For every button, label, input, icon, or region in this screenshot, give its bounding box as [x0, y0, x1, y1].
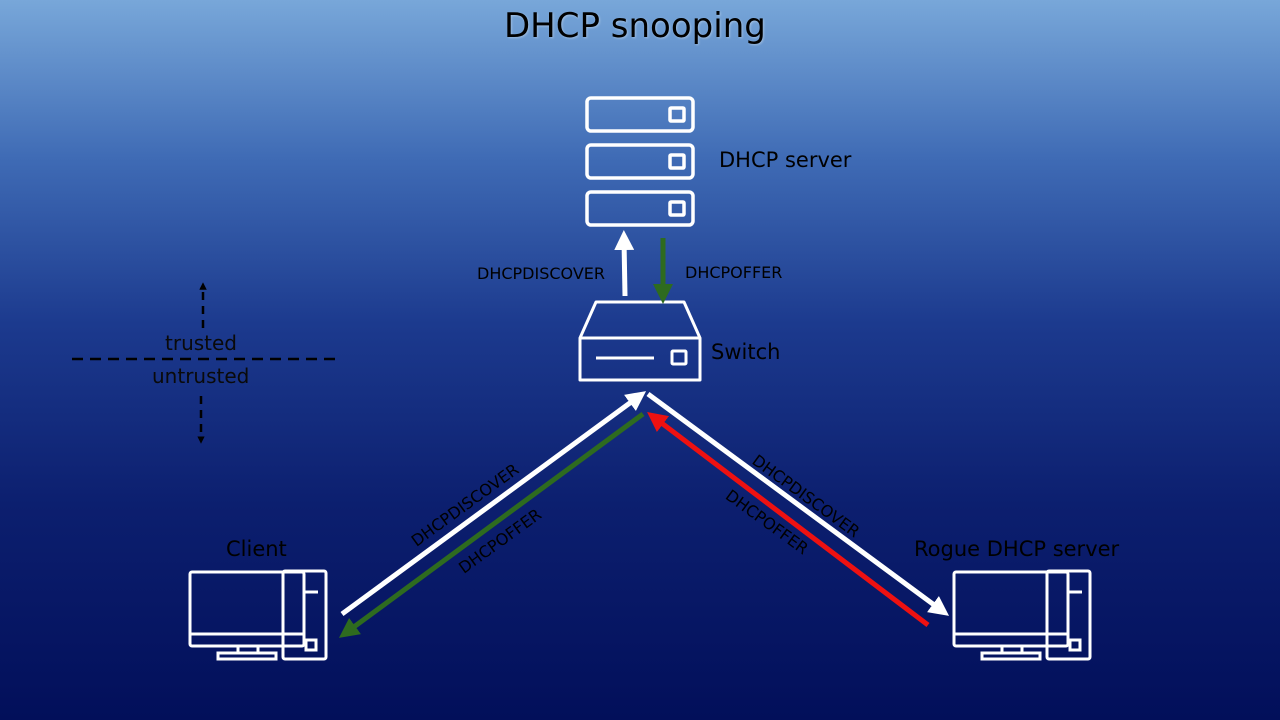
untrusted-zone-label: untrusted [152, 364, 250, 388]
diagram-title: DHCP snooping [504, 6, 766, 46]
rogue-discover-arrow [646, 391, 950, 616]
client-discover-arrow [340, 391, 647, 617]
rogue-server-computer-icon [952, 569, 1092, 661]
switch-icon [578, 300, 702, 382]
client-label: Client [226, 537, 287, 561]
server-offer-label: DHCPOFFER [685, 263, 783, 282]
rogue-offer-arrow [647, 411, 930, 627]
rogue-server-label: Rogue DHCP server [914, 537, 1120, 561]
switch-label: Switch [711, 340, 781, 364]
trusted-zone-label: trusted [165, 331, 238, 355]
dhcp-server-label: DHCP server [719, 148, 852, 172]
dhcp-server-icon [585, 96, 695, 227]
client-offer-arrow [338, 411, 645, 638]
client-computer-icon [188, 569, 328, 661]
server-discover-arrow [614, 230, 635, 297]
server-discover-label: DHCPDISCOVER [477, 264, 606, 283]
